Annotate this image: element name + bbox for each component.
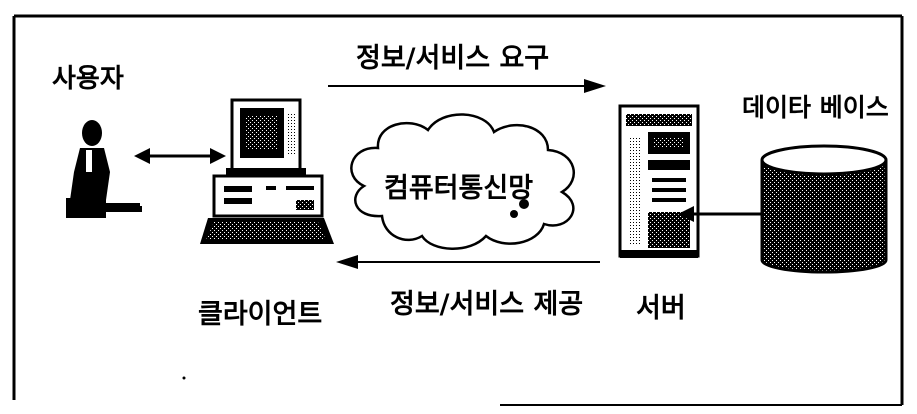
database-cylinder-icon — [760, 144, 888, 274]
server-tower-icon — [618, 104, 700, 258]
request-arrow — [328, 79, 606, 93]
user-label: 사용자 — [52, 64, 124, 94]
database-label: 데이타 베이스 — [742, 93, 889, 122]
database-server-arrow — [678, 206, 762, 222]
server-label: 서버 — [636, 293, 686, 324]
cloud-icon — [350, 113, 575, 250]
provide-arrow — [336, 255, 600, 269]
user-client-arrow — [134, 148, 226, 164]
request-label: 정보/서비스 요구 — [356, 43, 550, 74]
diagram-border — [12, 14, 904, 406]
stray-dot — [182, 376, 186, 380]
network-label: 컴퓨터통신망 — [384, 173, 534, 204]
desktop-computer-icon — [200, 98, 334, 244]
person-silhouette-icon — [66, 120, 142, 218]
provide-label: 정보/서비스 제공 — [390, 289, 584, 320]
client-label: 클라이언트 — [198, 299, 323, 330]
